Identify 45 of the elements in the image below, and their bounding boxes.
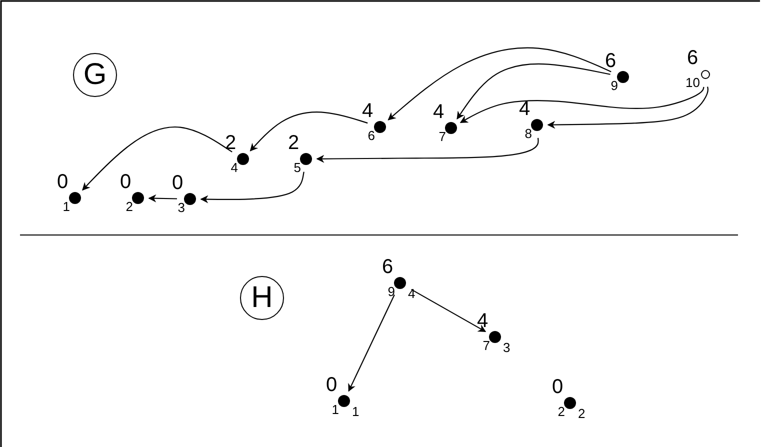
index-label: 5 bbox=[294, 161, 301, 174]
index-label: 10 bbox=[686, 76, 700, 89]
arrow bbox=[148, 194, 178, 202]
arrow bbox=[460, 86, 704, 124]
index-label: 2 bbox=[578, 407, 586, 420]
value-label: 6 bbox=[382, 257, 394, 277]
index-label: 3 bbox=[178, 201, 185, 214]
circle-label: H bbox=[240, 276, 284, 320]
value-label: 4 bbox=[433, 102, 444, 122]
arrow bbox=[456, 63, 610, 120]
arrow bbox=[348, 294, 395, 392]
arrow bbox=[411, 288, 486, 332]
index-label: 2 bbox=[126, 200, 133, 213]
value-label: 4 bbox=[477, 311, 488, 331]
value-label: 0 bbox=[552, 377, 564, 397]
value-label: 4 bbox=[519, 99, 530, 119]
circle-label: G bbox=[73, 53, 117, 97]
arrow bbox=[200, 172, 304, 204]
index-label: 7 bbox=[482, 339, 490, 352]
value-label: 0 bbox=[120, 172, 132, 192]
value-label: 2 bbox=[288, 133, 300, 153]
index-label: 4 bbox=[408, 287, 416, 300]
arrow bbox=[547, 86, 708, 129]
index-label: 4 bbox=[230, 161, 238, 174]
value-label: 6 bbox=[687, 48, 698, 68]
index-label: 3 bbox=[503, 341, 510, 354]
arrow bbox=[82, 126, 232, 191]
index-label: 9 bbox=[610, 79, 618, 92]
arrow bbox=[250, 112, 368, 152]
index-label: 1 bbox=[62, 200, 70, 213]
index-label: 8 bbox=[524, 127, 532, 140]
index-label: 7 bbox=[438, 130, 446, 143]
value-label: 0 bbox=[172, 173, 184, 193]
arrow bbox=[316, 138, 539, 163]
arrow bbox=[388, 47, 612, 120]
index-label: 2 bbox=[558, 405, 565, 418]
index-label: 1 bbox=[352, 405, 360, 418]
value-label: 4 bbox=[362, 101, 374, 121]
value-label: 6 bbox=[605, 51, 616, 71]
value-label: 2 bbox=[225, 133, 236, 153]
index-label: 1 bbox=[332, 403, 339, 416]
value-label: 0 bbox=[57, 172, 68, 192]
value-label: 0 bbox=[326, 375, 338, 395]
index-label: 9 bbox=[388, 285, 395, 298]
index-label: 6 bbox=[368, 129, 375, 142]
